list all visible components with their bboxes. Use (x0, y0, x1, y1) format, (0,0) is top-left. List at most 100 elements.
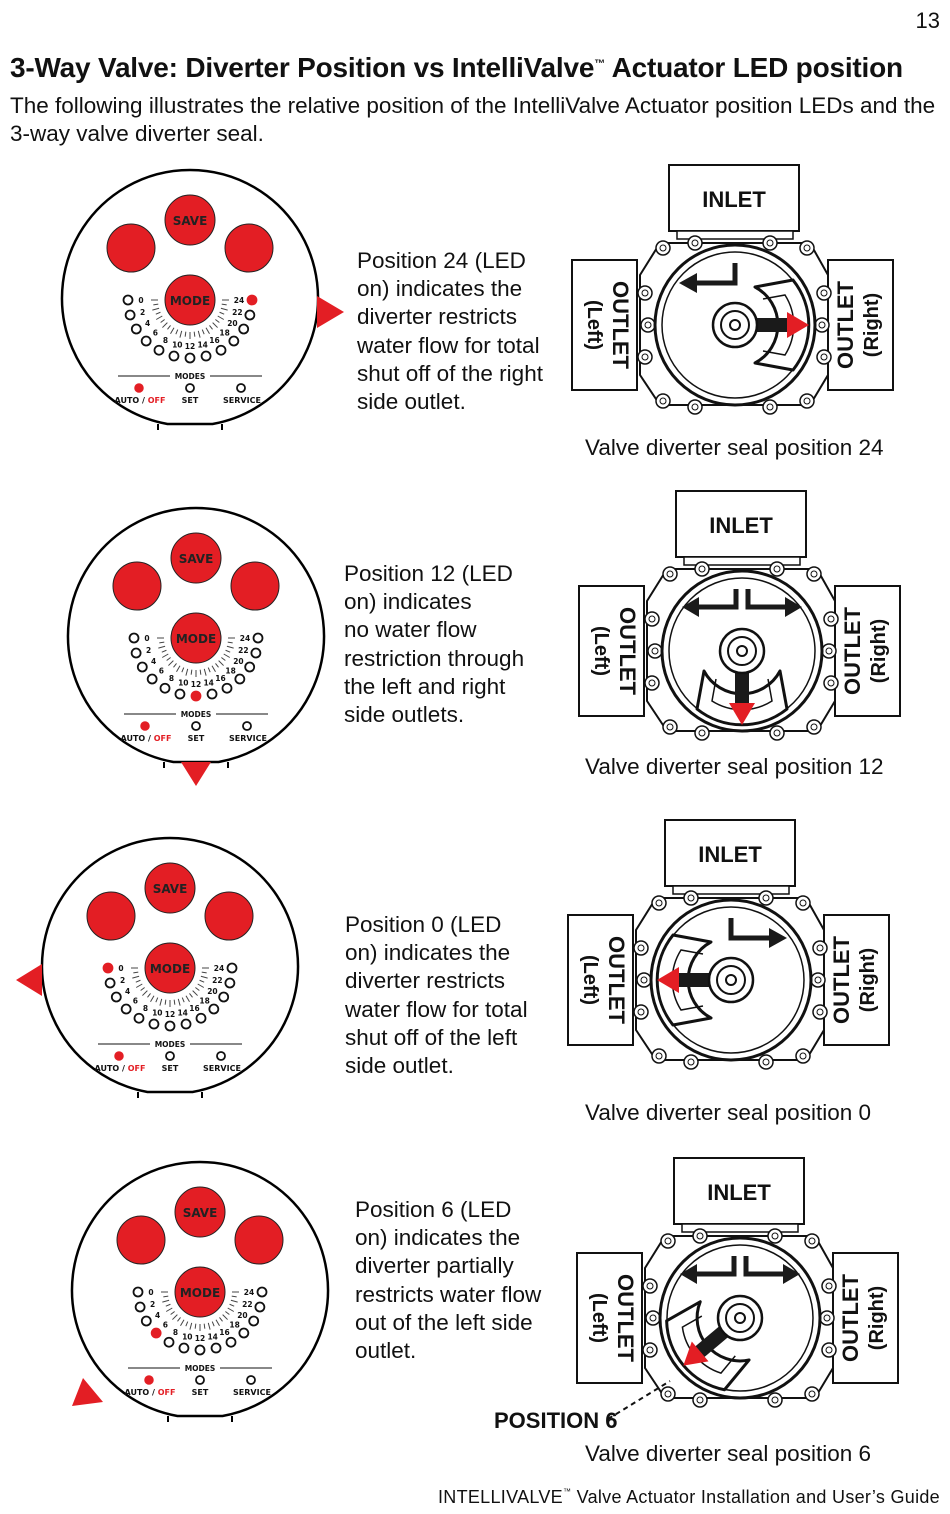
left-button (112, 561, 162, 611)
mode-button-label: MODE (180, 1286, 220, 1300)
scale-tick (173, 663, 177, 668)
led-label: 14 (203, 678, 213, 687)
flange-bolt-hole (651, 647, 659, 655)
scale-tick (147, 993, 151, 998)
flange-bolt-hole (646, 1346, 654, 1354)
off-label: OFF (148, 396, 166, 405)
scale-tick (199, 669, 202, 675)
position-description: Position 12 (LED on) indicates no water … (344, 561, 525, 728)
led-label: 14 (177, 1008, 187, 1017)
scale-tick (172, 1314, 178, 1320)
led-label: 2 (120, 976, 125, 985)
flange-bolt-hole (766, 239, 774, 247)
scale-tick (170, 1311, 175, 1315)
position-led (248, 1315, 260, 1327)
flange-bolt-hole (641, 353, 649, 361)
scale-tick (166, 657, 171, 661)
auto-led (140, 721, 150, 731)
off-label: OFF (154, 734, 172, 743)
scale-tick (165, 1303, 171, 1307)
scale-tick (184, 331, 187, 337)
scale-tick (133, 971, 139, 974)
led-label: 24 (234, 296, 244, 305)
scale-tick (167, 325, 171, 330)
scale-tick (226, 645, 234, 649)
flange-bolt-hole (664, 1237, 672, 1245)
flow-left-arrow (695, 1256, 737, 1277)
led-label: 20 (233, 657, 243, 666)
diverter-arrow-icon (787, 312, 809, 338)
flange-bolt-hole (687, 894, 695, 902)
mode-button (144, 942, 196, 994)
service-led (246, 1375, 256, 1385)
position-led (134, 1301, 146, 1313)
position-led (206, 688, 218, 700)
led-label: 10 (182, 1332, 192, 1341)
position-led (102, 962, 114, 974)
diverter-arrow-icon (657, 967, 679, 993)
flange-bolt-hole (696, 1232, 704, 1240)
left-outlet-box (571, 259, 638, 391)
flange-bolt-hole (637, 944, 645, 952)
flange-bolt-hole (762, 1058, 770, 1066)
led-label: 0 (144, 634, 149, 643)
scale-tick (227, 1307, 235, 1312)
scale-tick (211, 1321, 215, 1327)
scale-tick (153, 303, 159, 306)
flange-bolt-hole (803, 244, 811, 252)
scale-tick (192, 990, 198, 996)
save-button-label: SAVE (183, 1206, 218, 1220)
auto-label: AUTO / (121, 734, 154, 743)
right-outlet-box (823, 914, 890, 1046)
led-label: 16 (209, 336, 219, 345)
flange-bolt-hole (646, 1282, 654, 1290)
flange-bolt-hole (816, 1008, 824, 1016)
flow-right-arrow (728, 918, 771, 941)
position-description: Position 0 (LED on) indicates the divert… (345, 912, 528, 1079)
arrow-down-icon (181, 762, 211, 786)
set-led (185, 383, 195, 393)
position-led (218, 991, 230, 1003)
flow-right-arrow (745, 589, 787, 610)
led-label: 6 (153, 329, 158, 338)
scale-tick (221, 303, 227, 306)
scale-tick (181, 997, 185, 1003)
flange-bolt-hole (808, 1390, 816, 1398)
scale-tick (185, 1321, 189, 1327)
left-button (116, 1215, 166, 1265)
save-button-label: SAVE (153, 882, 188, 896)
position-led (244, 661, 256, 673)
position-led (153, 344, 165, 356)
right-button (224, 223, 274, 273)
modes-label: MODES (185, 1364, 216, 1373)
led-label: 2 (150, 1300, 155, 1309)
led-label: 20 (207, 987, 217, 996)
flange-bolt-hole (771, 1396, 779, 1404)
scale-tick (140, 987, 145, 991)
save-button (144, 862, 196, 914)
led-label: 6 (133, 997, 138, 1006)
callout-leader-line (607, 1380, 671, 1420)
flange-bolt-hole (666, 570, 674, 578)
auto-label: AUTO / (95, 1064, 128, 1073)
inlet-box (675, 490, 807, 558)
flange-bolt-hole (659, 244, 667, 252)
flange-bolt-hole (827, 615, 835, 623)
led-label: 0 (138, 296, 143, 305)
flange-bolt-hole (816, 944, 824, 952)
led-label: 2 (146, 646, 151, 655)
position-led (168, 350, 180, 362)
valve-caption: Valve diverter seal position 12 (585, 754, 884, 779)
hub-center (736, 645, 748, 657)
flange-bolt-hole (808, 1237, 816, 1245)
left-outlet-box (576, 1252, 643, 1384)
scale-tick (203, 1323, 206, 1329)
scale-tick (175, 329, 179, 335)
led-label: 12 (195, 1334, 205, 1343)
scale-tick (225, 1311, 230, 1315)
led-label: 24 (240, 634, 250, 643)
scale-tick (161, 649, 167, 653)
scale-tick (177, 998, 181, 1006)
flange-bolt-hole (820, 289, 828, 297)
